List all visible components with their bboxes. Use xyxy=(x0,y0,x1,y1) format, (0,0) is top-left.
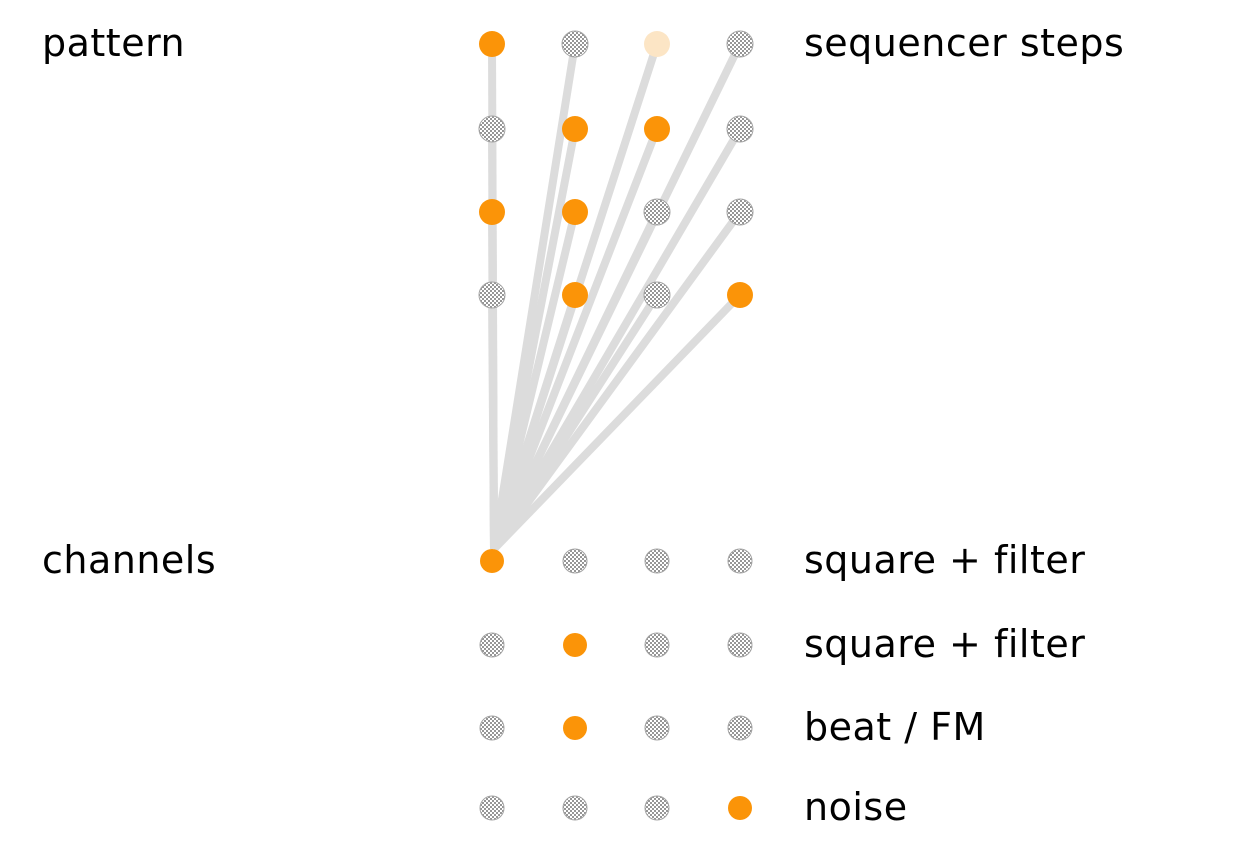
connector-line xyxy=(490,210,661,551)
pattern-label: pattern xyxy=(42,21,186,66)
connector-line xyxy=(488,294,498,550)
channel-step-dot xyxy=(479,715,505,741)
pattern-step-dot xyxy=(726,115,754,143)
channel-step-dot xyxy=(562,548,588,574)
pattern-step-dot xyxy=(479,199,505,225)
pattern-step-dot xyxy=(643,281,671,309)
pattern-step-dot xyxy=(726,198,754,226)
channel-label-square-filter-1: square + filter xyxy=(804,538,1086,583)
pattern-step-dot xyxy=(562,282,588,308)
channel-label-square-filter-2: square + filter xyxy=(804,622,1086,667)
channel-step-dot xyxy=(563,633,587,657)
pattern-step-dot xyxy=(562,116,588,142)
pattern-step-dot xyxy=(478,281,506,309)
sequencer-steps-label: sequencer steps xyxy=(804,21,1125,66)
channel-step-dot xyxy=(479,632,505,658)
channel-step-dot xyxy=(562,795,588,821)
pattern-step-dot xyxy=(478,115,506,143)
channel-step-dot xyxy=(728,796,752,820)
channel-step-dot xyxy=(644,632,670,658)
channel-label-beat-fm: beat / FM xyxy=(804,705,986,750)
connector-line xyxy=(490,127,661,551)
connector-lines xyxy=(488,42,744,552)
connector-line xyxy=(490,292,661,552)
step-dots xyxy=(478,30,754,821)
connector-line xyxy=(491,292,743,552)
connector-line xyxy=(490,293,579,551)
connector-line xyxy=(490,211,579,550)
channel-step-dot xyxy=(727,715,753,741)
pattern-step-dot xyxy=(726,30,754,58)
channel-step-dot xyxy=(479,795,505,821)
pattern-step-dot xyxy=(644,31,670,57)
channel-label-noise: noise xyxy=(804,785,908,830)
pattern-step-dot xyxy=(561,30,589,58)
channel-step-dot xyxy=(727,548,753,574)
pattern-step-dot xyxy=(644,116,670,142)
channel-step-dot xyxy=(644,548,670,574)
channel-step-dot xyxy=(644,795,670,821)
pattern-step-dot xyxy=(643,198,671,226)
channel-step-dot xyxy=(480,549,504,573)
pattern-step-dot xyxy=(562,199,588,225)
pattern-step-dot xyxy=(479,31,505,57)
connector-line xyxy=(490,209,744,552)
channel-step-dot xyxy=(727,632,753,658)
channel-step-dot xyxy=(644,715,670,741)
pattern-step-dot xyxy=(727,282,753,308)
channel-step-dot xyxy=(563,716,587,740)
channels-label: channels xyxy=(42,538,217,583)
